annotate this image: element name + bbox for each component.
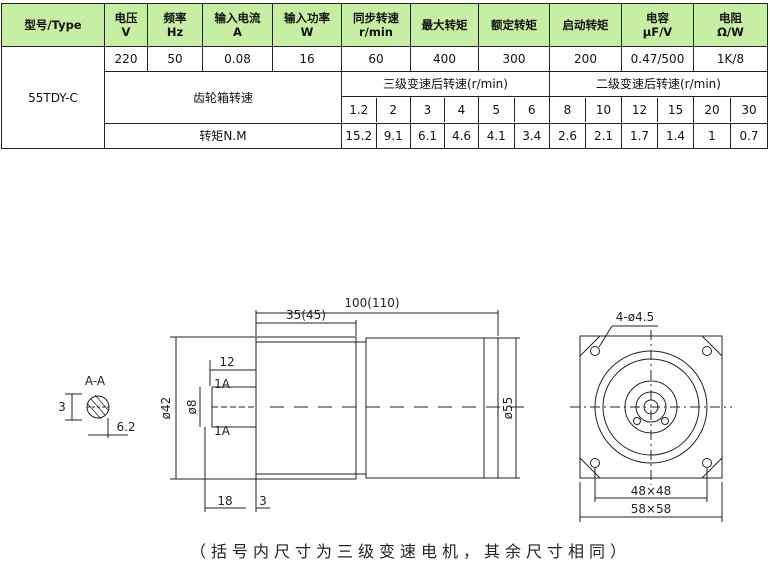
label-holes: 4-ø4.5 [616, 310, 654, 324]
label-flat-depth: 3 [58, 400, 66, 414]
label-gearbox: 35(45) [286, 308, 326, 322]
torque-cell: 15.2 [343, 124, 377, 148]
mount-hole [590, 346, 600, 356]
torque-cell-pair: 15.2 9.1 [341, 123, 411, 149]
value-cell: 300 [478, 46, 550, 72]
value-cell: 50 [147, 46, 203, 72]
speed-cell: 2 [389, 103, 398, 117]
torque-cell: 4.1 [480, 124, 515, 148]
value-cell: 0.47/500 [621, 46, 694, 72]
speed-cell: 6 [527, 103, 536, 117]
torque-cell: 9.1 [383, 129, 403, 143]
torque-cell: 1.7 [623, 124, 658, 148]
value-cell: 200 [549, 46, 622, 72]
speed-cell-pair: 12 15 [621, 96, 694, 124]
torque-cell: 6.1 [412, 124, 445, 148]
speed-cell: 4 [457, 103, 466, 117]
two-stage-label: 二级变速后转速(r/min) [549, 71, 768, 97]
torque-cell: 1 [695, 124, 731, 148]
label-shaft-dia: ø8 [185, 400, 199, 415]
speed-cell-pair: 8 10 [549, 96, 622, 124]
speed-cell: 5 [480, 98, 515, 122]
label-section: A-A [85, 374, 106, 388]
value-cell: 400 [410, 46, 479, 72]
label-shaft: 12 [219, 355, 234, 369]
dimension-drawing: 100(110) 35(45) 12 ø42 ø8 ø55 A-A 3 6.2 … [58, 296, 732, 522]
torque-cell: 1.4 [665, 129, 686, 143]
label-flat-width: 6.2 [116, 420, 135, 434]
hdr-max-torque: 最大转矩 [410, 3, 479, 47]
torque-label: 转矩N.M [104, 123, 342, 149]
body-outline [365, 337, 485, 479]
stage-label-row: 齿轮箱转速三级变速后转速(r/min)二级变速后转速(r/min) [2, 71, 768, 124]
value-cell: 60 [341, 46, 411, 72]
value-cell: 16 [272, 46, 342, 72]
caption: （括号内尺寸为三级变速电机，其余尺寸相同） [190, 542, 632, 561]
label-flange-thk: 3 [259, 494, 267, 508]
three-stage-label: 三级变速后转速(r/min) [341, 71, 550, 97]
torque-cell: 2.1 [593, 129, 614, 143]
label-square: 58×58 [631, 502, 672, 516]
label-overall: 100(110) [344, 296, 399, 310]
hdr-rated-torque: 额定转矩 [478, 3, 550, 47]
model-cell: 55TDY-C [1, 46, 105, 149]
hdr-type: 型号/Type [1, 3, 105, 47]
speed-cell: 1.2 [343, 98, 377, 122]
flange-outline [255, 336, 357, 480]
value-cell: 220 [104, 46, 148, 72]
value-cell: 1K/8 [693, 46, 768, 72]
label-section-mark-bottom: 1A [214, 424, 231, 438]
speed-cell: 30 [741, 103, 757, 117]
torque-cell: 3.4 [522, 129, 542, 143]
speed-cell: 3 [412, 98, 445, 122]
torque-cell: 4.6 [451, 129, 472, 143]
value-cell: 0.08 [202, 46, 273, 72]
torque-cell-pair: 6.1 4.6 [410, 123, 479, 149]
torque-cell: 0.7 [739, 129, 759, 143]
speed-cell: 15 [667, 103, 684, 117]
speed-cell: 10 [595, 103, 612, 117]
gearbox-speed-label: 齿轮箱转速 [104, 71, 342, 124]
speed-cell: 8 [551, 98, 586, 122]
label-flange-dia: ø42 [159, 397, 173, 420]
hdr-start-torque: 启动转矩 [549, 3, 622, 47]
speed-cell: 12 [623, 98, 658, 122]
torque-cell-pair: 4.1 3.4 [478, 123, 550, 149]
label-body-dia: ø55 [501, 397, 515, 420]
torque-cell: 2.6 [551, 124, 586, 148]
speed-cell: 20 [695, 98, 731, 122]
torque-cell-pair: 1.7 1.4 [621, 123, 694, 149]
label-section-mark-top: 1A [214, 377, 231, 391]
label-shaft-ext: 18 [217, 494, 232, 508]
label-bolt-spacing: 48×48 [631, 484, 672, 498]
torque-cell-pair: 2.6 2.1 [549, 123, 622, 149]
